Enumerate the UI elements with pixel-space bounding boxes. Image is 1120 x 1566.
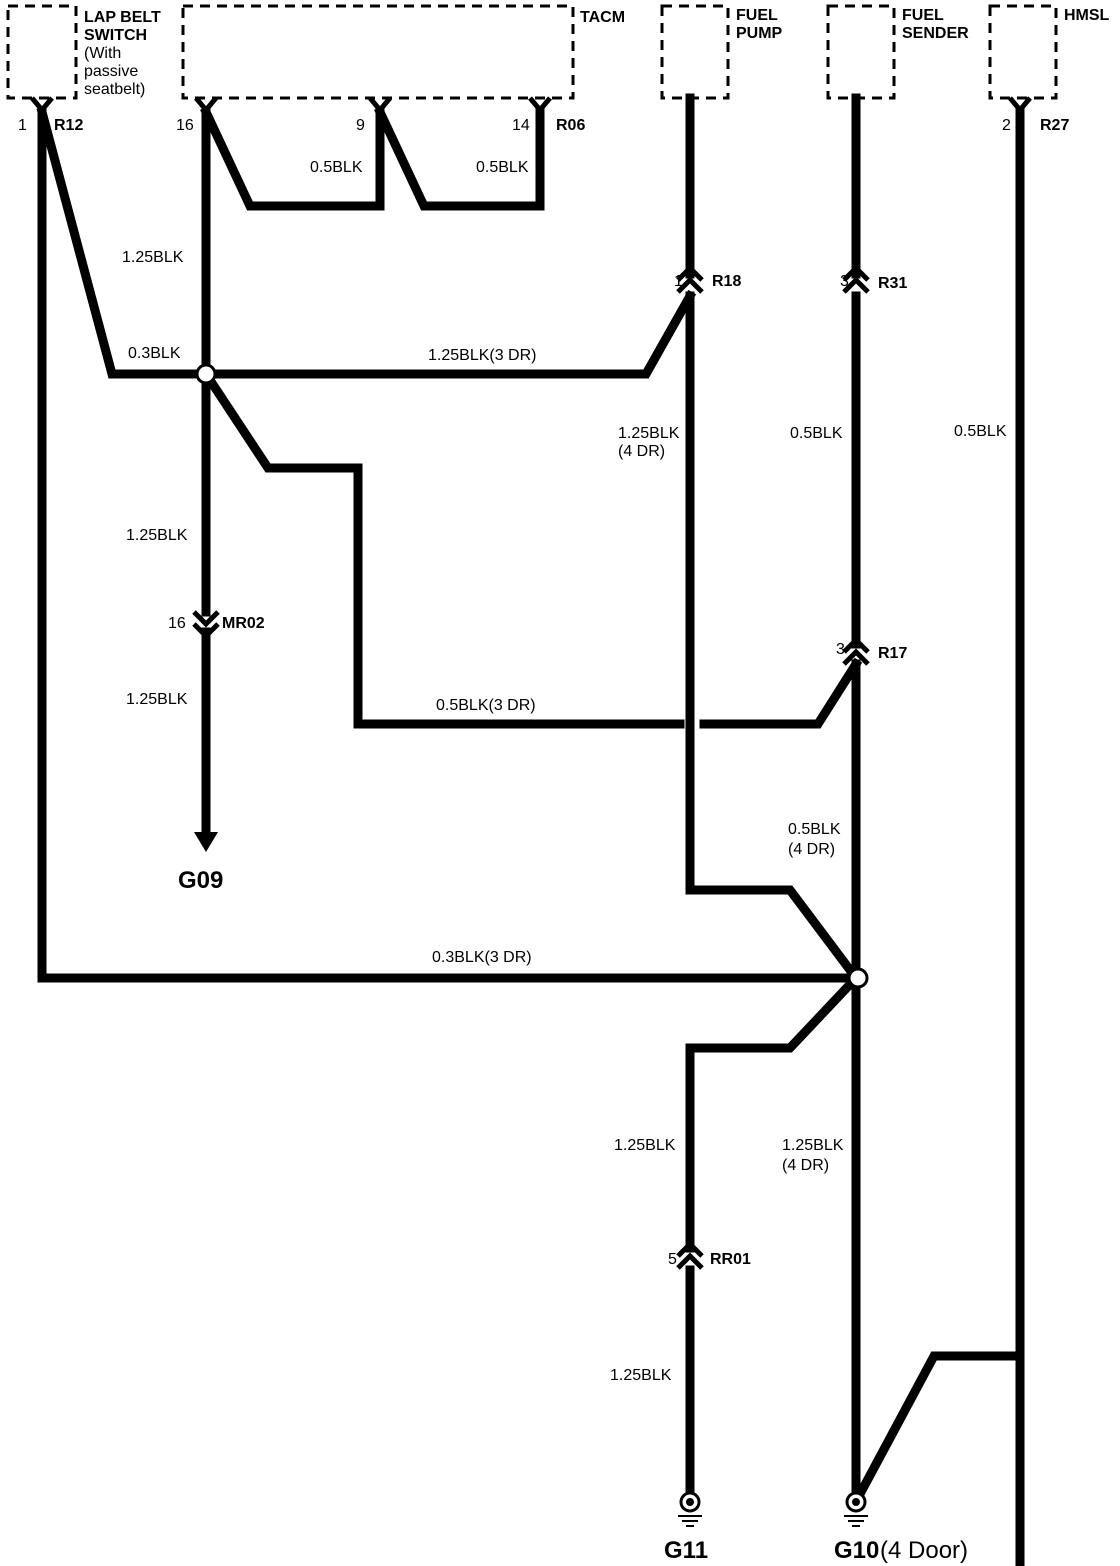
connector-rr01: RR01: [710, 1251, 751, 1268]
tacm-box: [181, 4, 575, 100]
connector-r27: R27: [1040, 117, 1069, 134]
pin-tacm-9: 9: [356, 117, 365, 134]
wire-tacm-9-loop: [200, 106, 385, 211]
wire-label-r17-4dr-2: (4 DR): [788, 841, 835, 858]
fuel-sender-label-2: SENDER: [902, 25, 969, 42]
wire-label-splice-fuelpump-3dr: 1.25BLK(3 DR): [428, 347, 537, 364]
wire-label-lapbelt-bottom-3dr: 0.3BLK(3 DR): [432, 949, 532, 966]
wire-label-rr01-g11: 1.25BLK: [610, 1367, 672, 1384]
pin-r17: 3: [836, 641, 845, 658]
ground-g10-symbol: [844, 1491, 868, 1527]
fuel-pump-label-2: PUMP: [736, 25, 783, 42]
wire-label-tacm9: 0.5BLK: [310, 159, 363, 176]
pin-lap-belt: 1: [18, 117, 27, 134]
pin-tacm-16: 16: [176, 117, 194, 134]
connector-r31-symbol: [842, 264, 870, 294]
connector-r17-symbol: [842, 636, 870, 666]
pin-r31: 3: [840, 273, 849, 290]
lap-belt-label-4: passive: [84, 63, 138, 80]
ground-g10-label: G10: [834, 1537, 879, 1564]
wire-label-fuelpump-4dr-2: (4 DR): [618, 443, 665, 460]
wire-lap-belt-splice: [36, 106, 211, 379]
fuel-sender-box: [826, 4, 896, 100]
wire-splice-rr01: [685, 971, 863, 1253]
lap-belt-label-1: LAP BELT: [84, 9, 161, 26]
lap-belt-label-3: (With: [84, 45, 121, 62]
wire-splice-r17-3dr-b: [699, 657, 863, 729]
hmsl-label: HMSL: [1064, 7, 1110, 24]
ground-g11-label: G11: [664, 1537, 708, 1564]
wire-fuel-pump-4dr: [685, 291, 863, 985]
wire-hmsl-g10-b: [853, 107, 1025, 1501]
lap-belt-label-5: seatbelt): [84, 81, 145, 98]
hmsl-box: [988, 4, 1058, 100]
wire-label-fuelsender-upper: 0.5BLK: [790, 425, 843, 442]
wire-label-fuelpump-4dr-1: 1.25BLK: [618, 425, 680, 442]
wire-label-hmsl: 0.5BLK: [954, 423, 1007, 440]
wire-lap-belt-bottom-3dr: [37, 107, 861, 983]
connector-mr02-symbol: [192, 610, 220, 640]
fuel-pump-label-1: FUEL: [736, 7, 778, 24]
pin-rr01: 5: [668, 1251, 677, 1268]
splice-lower: [847, 967, 869, 989]
pin-tacm-14: 14: [512, 117, 530, 134]
fuel-sender-label-1: FUEL: [902, 7, 944, 24]
connector-mr02: MR02: [222, 615, 265, 632]
pin-r18: 1: [674, 273, 683, 290]
ground-g11-symbol: [678, 1491, 702, 1527]
wire-label-tacm14: 0.5BLK: [476, 159, 529, 176]
wire-label-g10-4dr-1: 1.25BLK: [782, 1137, 844, 1154]
connector-r31: R31: [878, 275, 907, 292]
ground-g10-note: (4 Door): [880, 1537, 968, 1564]
wire-label-r17-3dr: 0.5BLK(3 DR): [436, 697, 536, 714]
connector-rr01-symbol: [676, 1240, 704, 1270]
lap-belt-switch-box: [6, 4, 78, 100]
wire-tacm-14-loop: [374, 106, 545, 211]
ground-g09-arrow: [194, 832, 218, 852]
wire-label-r17-4dr-1: 0.5BLK: [788, 821, 841, 838]
wire-label-mr02-g09: 1.25BLK: [126, 691, 188, 708]
wire-splice-r17-3dr-a: [199, 367, 685, 729]
lap-belt-label-2: SWITCH: [84, 27, 147, 44]
connector-r18: R18: [712, 273, 741, 290]
wire-label-to-rr01: 1.25BLK: [614, 1137, 676, 1154]
fuel-pump-box: [660, 4, 730, 100]
tacm-label: TACM: [580, 9, 625, 26]
connector-r17: R17: [878, 645, 907, 662]
wire-label-tacm16: 1.25BLK: [122, 249, 184, 266]
ground-g09-label: G09: [178, 867, 223, 894]
wire-splice-r18-3dr: [201, 289, 697, 379]
splice-upper: [195, 363, 217, 385]
connector-r18-symbol: [676, 264, 704, 294]
connector-r06: R06: [556, 117, 585, 134]
pin-mr02: 16: [168, 615, 186, 632]
connector-r12: R12: [54, 117, 83, 134]
wire-label-to-mr02: 1.25BLK: [126, 527, 188, 544]
wire-label-g10-4dr-2: (4 DR): [782, 1157, 829, 1174]
wire-label-lapbelt-splice: 0.3BLK: [128, 345, 181, 362]
pin-r27: 2: [1002, 117, 1011, 134]
